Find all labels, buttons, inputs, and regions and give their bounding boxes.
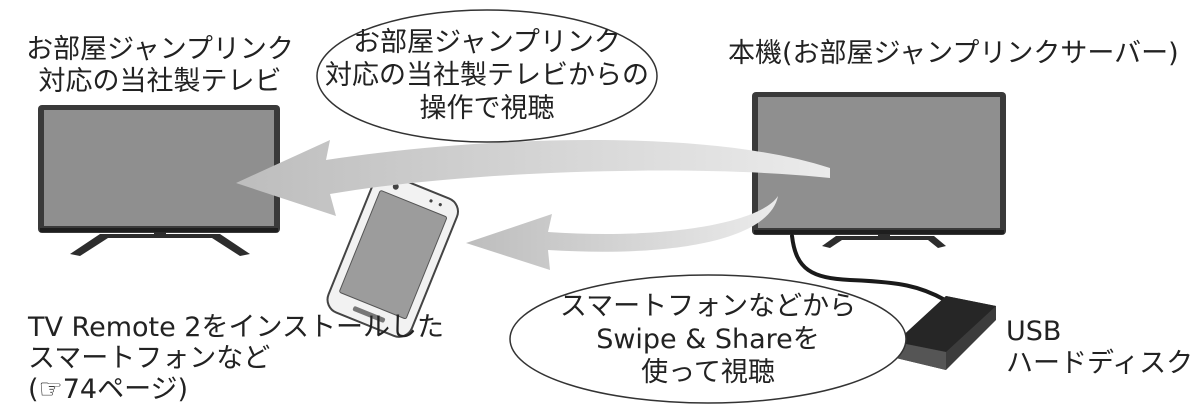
main-tv-bottom-trim <box>754 230 1004 234</box>
main-tv-neck <box>878 234 890 238</box>
usb-hdd <box>896 296 996 370</box>
bottom-bubble-line-3: 使って視聴 <box>641 357 775 388</box>
smartphone <box>326 173 459 338</box>
main-tv-stand <box>822 236 946 248</box>
smartphone-label-line-1: TV Remote 2をインストールした <box>28 312 444 343</box>
main-tv <box>752 92 1006 248</box>
left-tv-bottom-trim <box>40 228 278 232</box>
left-tv-screen <box>44 110 274 226</box>
top-bubble <box>316 9 658 143</box>
arrow-to-left-tv <box>236 139 830 216</box>
bottom-bubble-line-2: Swipe & Shareを <box>596 324 820 355</box>
hdd-label: USB ハードディスク <box>1006 316 1193 380</box>
left-tv <box>38 105 280 256</box>
left-tv-label-line-1: お部屋ジャンプリンク <box>26 34 294 65</box>
left-tv-label-line-2: 対応の当社製テレビ <box>38 66 282 97</box>
smartphone-label-line-2: スマートフォンなど <box>28 343 271 374</box>
usb-hdd-edge <box>896 342 946 370</box>
arrow-to-smartphone <box>466 196 778 270</box>
bottom-bubble-text: スマートフォンなどから Swipe & Shareを 使って視聴 <box>510 290 906 389</box>
bottom-bubble-line-1: スマートフォンなどから <box>559 291 857 322</box>
top-bubble-line-2: 対応の当社製テレビからの <box>325 60 649 91</box>
top-bubble-line-3: 操作で視聴 <box>419 93 555 124</box>
left-tv-neck <box>154 232 166 238</box>
top-bubble-line-1: お部屋ジャンプリンク <box>353 27 621 58</box>
smartphone-label-line-3: (☞74ページ) <box>28 374 189 405</box>
smartphone-sensor <box>429 199 433 203</box>
hdd-label-line-2: ハードディスク <box>1006 348 1194 379</box>
main-unit-label: 本機(お部屋ジャンプリンクサーバー) <box>728 38 1179 69</box>
smartphone-sensor-2 <box>438 203 442 207</box>
smartphone-screen <box>339 190 448 320</box>
smartphone-label: TV Remote 2をインストールした スマートフォンなど (☞74ページ) <box>28 312 444 405</box>
top-bubble-text: お部屋ジャンプリンク 対応の当社製テレビからの 操作で視聴 <box>317 26 657 125</box>
hdd-label-line-1: USB <box>1006 316 1062 347</box>
left-tv-label: お部屋ジャンプリンク 対応の当社製テレビ <box>8 34 312 98</box>
usb-hdd-top <box>896 296 996 352</box>
smartphone-camera <box>392 183 399 190</box>
bottom-bubble <box>509 274 907 404</box>
smartphone-home-bar <box>352 306 386 323</box>
